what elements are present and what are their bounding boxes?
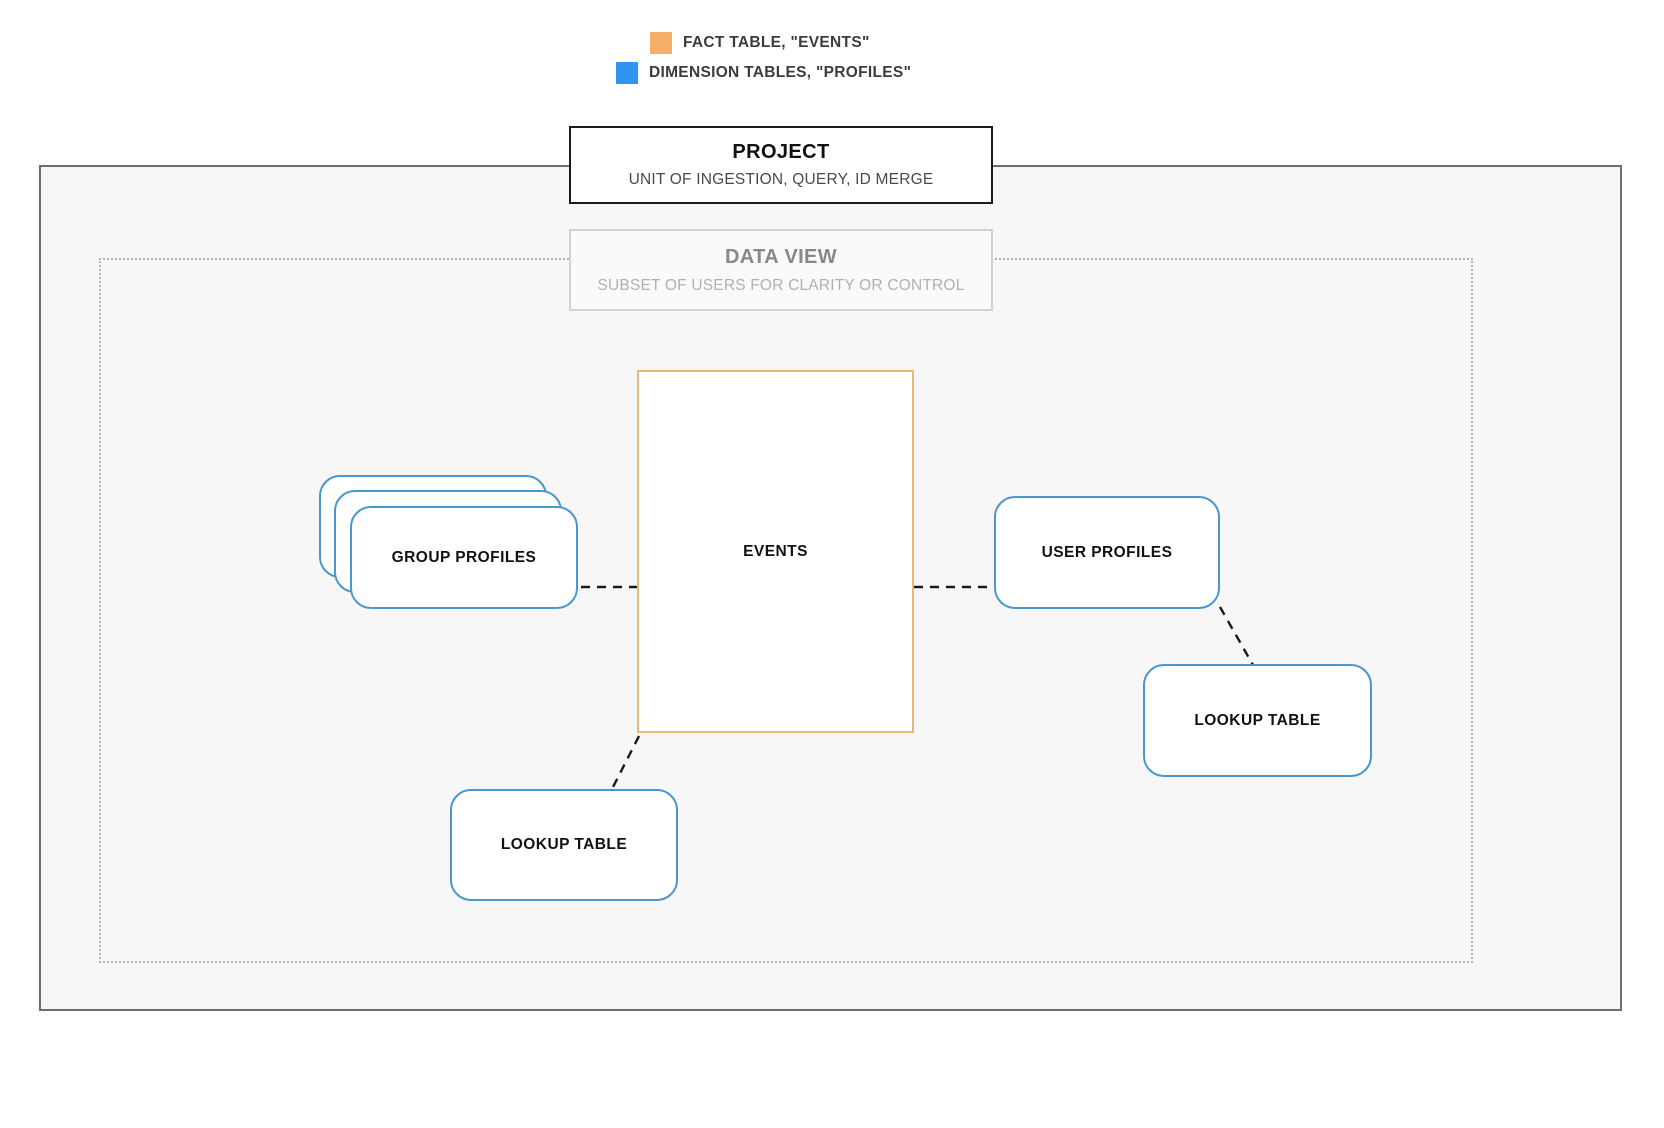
node-lookup-table-left-label: LOOKUP TABLE [500, 836, 628, 853]
node-group-profiles[interactable]: GROUP PROFILES [319, 475, 579, 610]
node-group-profiles-label: GROUP PROFILES [391, 548, 537, 566]
orange-square-swatch [650, 32, 672, 54]
group-profiles-stack-card-front[interactable]: GROUP PROFILES [350, 506, 578, 609]
data-view-card-title: DATA VIEW [724, 246, 838, 268]
data-view-card-subtitle: SUBSET OF USERS FOR CLARITY OR CONTROL [597, 277, 965, 294]
node-user-profiles-label: USER PROFILES [1041, 543, 1173, 561]
legend-label-dimension-tables: DIMENSION TABLES, "PROFILES" [649, 64, 912, 81]
node-lookup-table-left[interactable]: LOOKUP TABLE [450, 789, 678, 901]
project-card-subtitle: UNIT OF INGESTION, QUERY, ID MERGE [628, 171, 934, 188]
legend-label-fact-table: FACT TABLE, "EVENTS" [683, 34, 870, 51]
node-lookup-table-right-label: LOOKUP TABLE [1194, 711, 1321, 729]
node-events[interactable]: EVENTS [637, 370, 914, 733]
legend: FACT TABLE, "EVENTS" DIMENSION TABLES, "… [0, 28, 1664, 88]
legend-item-fact-table: FACT TABLE, "EVENTS" [0, 28, 1664, 58]
node-lookup-table-right[interactable]: LOOKUP TABLE [1143, 664, 1372, 777]
node-user-profiles[interactable]: USER PROFILES [994, 496, 1220, 609]
legend-item-dimension-tables: DIMENSION TABLES, "PROFILES" [0, 58, 1664, 88]
data-view-card[interactable]: DATA VIEW SUBSET OF USERS FOR CLARITY OR… [569, 229, 993, 311]
node-events-label: EVENTS [743, 542, 808, 560]
project-card[interactable]: PROJECT UNIT OF INGESTION, QUERY, ID MER… [569, 126, 993, 204]
blue-square-swatch [616, 62, 638, 84]
project-card-title: PROJECT [732, 141, 830, 163]
